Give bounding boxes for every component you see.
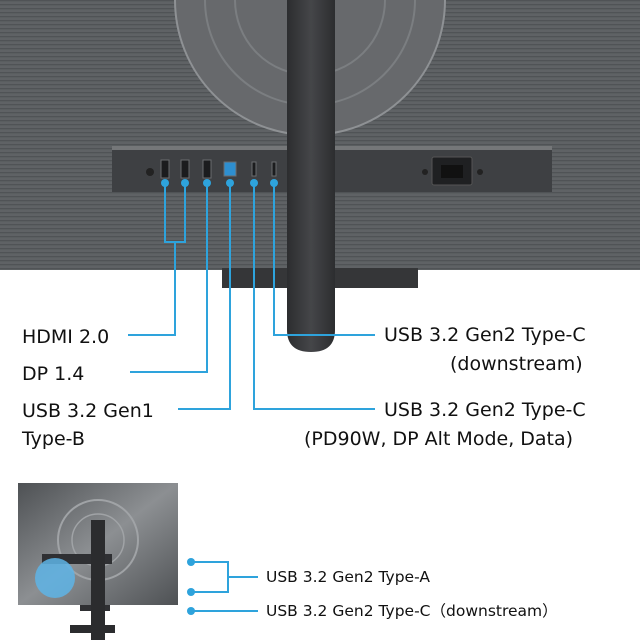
label-usbc-down-line1: USB 3.2 Gen2 Type-C <box>384 324 586 346</box>
label-usbc-pd-line2: (PD90W, DP Alt Mode, Data) <box>304 428 574 450</box>
label-side-usbc: USB 3.2 Gen2 Type-C（downstream） <box>266 602 558 620</box>
usbc-port-2 <box>271 161 277 177</box>
hdmi-port-2 <box>180 159 190 179</box>
stand-column <box>287 0 335 352</box>
side-port-highlight <box>35 558 75 598</box>
callout-lines <box>128 183 375 410</box>
callout-dots <box>161 179 278 187</box>
dp-port <box>202 159 212 179</box>
hdmi-port-1 <box>160 159 170 179</box>
label-side-usb-a: USB 3.2 Gen2 Type-A <box>266 568 430 586</box>
label-usb-b-line1: USB 3.2 Gen1 <box>22 400 154 422</box>
label-usbc-pd-line1: USB 3.2 Gen2 Type-C <box>384 399 586 421</box>
label-hdmi: HDMI 2.0 <box>22 326 110 348</box>
ports <box>160 159 277 179</box>
side-callout-lines <box>191 561 258 612</box>
label-dp: DP 1.4 <box>22 363 85 385</box>
usbc-port-1 <box>251 161 257 177</box>
label-usb-b-line2: Type-B <box>22 428 85 450</box>
usb-b-port <box>223 161 237 177</box>
monitor-thumbnail <box>18 483 178 640</box>
label-usbc-down-line2: (downstream) <box>450 353 583 375</box>
